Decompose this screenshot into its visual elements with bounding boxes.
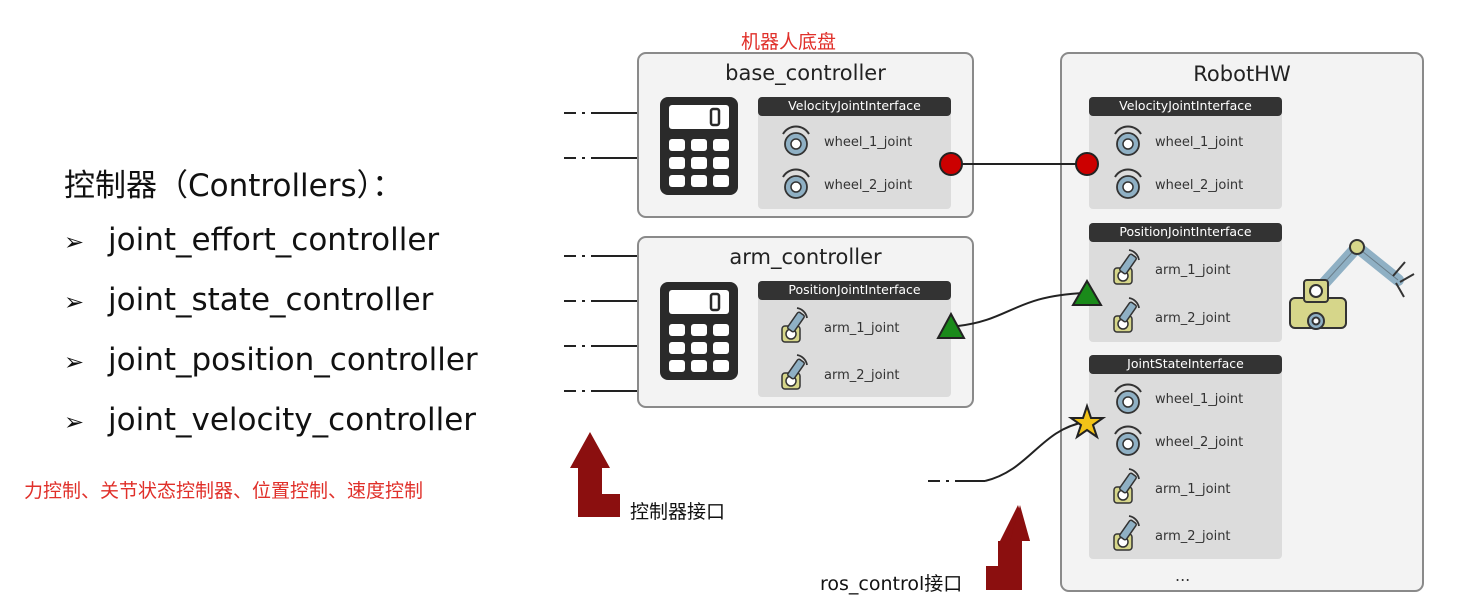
controller-input-lines xyxy=(564,112,985,482)
robot-arm-icon xyxy=(1289,238,1415,330)
control-types-note: 力控制、关节状态控制器、位置控制、速度控制 xyxy=(24,480,424,502)
joint-label: arm_1_joint xyxy=(824,321,900,336)
joint-label: arm_2_joint xyxy=(1155,529,1231,544)
joint-label: wheel_1_joint xyxy=(1155,392,1244,407)
bullet-item: ➢ joint_velocity_controller xyxy=(64,402,476,438)
joint-label: wheel_2_joint xyxy=(1155,435,1244,450)
interface-header: JointStateInterface xyxy=(1127,356,1244,371)
joint-label: wheel_2_joint xyxy=(1155,178,1244,193)
connection-lines xyxy=(951,163,1086,482)
more-joints-ellipsis: ... xyxy=(1175,566,1191,585)
arrow-bullet-icon: ➢ xyxy=(64,288,85,316)
ros-control-interface-label: ros_control接口 xyxy=(820,573,963,595)
position-handle-marker xyxy=(1071,279,1103,306)
controller-interface-label: 控制器接口 xyxy=(630,501,726,523)
position-handle-marker xyxy=(936,311,966,339)
bullet-text: joint_position_controller xyxy=(108,342,478,378)
bullet-text: joint_state_controller xyxy=(108,282,434,318)
arm-controller-title: arm_controller xyxy=(729,245,882,269)
joint-label: arm_2_joint xyxy=(1155,311,1231,326)
velocity-handle-marker xyxy=(939,152,963,176)
slide-title: 控制器（Controllers）： xyxy=(64,168,404,204)
arrow-bullet-icon: ➢ xyxy=(64,228,85,256)
controller-interface-arrow xyxy=(570,432,620,517)
bullet-item: ➢ joint_effort_controller xyxy=(64,222,439,258)
hw-position-panel xyxy=(1089,223,1282,342)
calculator-icon xyxy=(658,95,740,197)
arrow-bullet-icon: ➢ xyxy=(64,408,85,436)
interface-header: VelocityJointInterface xyxy=(788,98,921,113)
interface-header: PositionJointInterface xyxy=(1119,224,1252,239)
bullet-text: joint_velocity_controller xyxy=(108,402,477,438)
bullet-item: ➢ joint_position_controller xyxy=(64,342,478,378)
state-handle-marker xyxy=(1067,402,1107,440)
calculator-icon xyxy=(658,280,740,382)
interface-header: PositionJointInterface xyxy=(788,282,921,297)
joint-label: wheel_2_joint xyxy=(824,178,913,193)
arrow-bullet-icon: ➢ xyxy=(64,348,85,376)
velocity-handle-marker xyxy=(1075,152,1099,176)
interface-header: VelocityJointInterface xyxy=(1119,98,1252,113)
robothw-title: RobotHW xyxy=(1193,62,1291,86)
chassis-label: 机器人底盘 xyxy=(741,31,837,53)
joint-label: arm_1_joint xyxy=(1155,263,1231,278)
joint-label: wheel_1_joint xyxy=(824,135,913,150)
base-controller-title: base_controller xyxy=(725,61,886,85)
bullet-item: ➢ joint_state_controller xyxy=(64,282,433,318)
bullet-text: joint_effort_controller xyxy=(108,222,440,258)
arm-position-panel xyxy=(758,281,951,397)
joint-label: wheel_1_joint xyxy=(1155,135,1244,150)
joint-label: arm_1_joint xyxy=(1155,482,1231,497)
joint-label: arm_2_joint xyxy=(824,368,900,383)
